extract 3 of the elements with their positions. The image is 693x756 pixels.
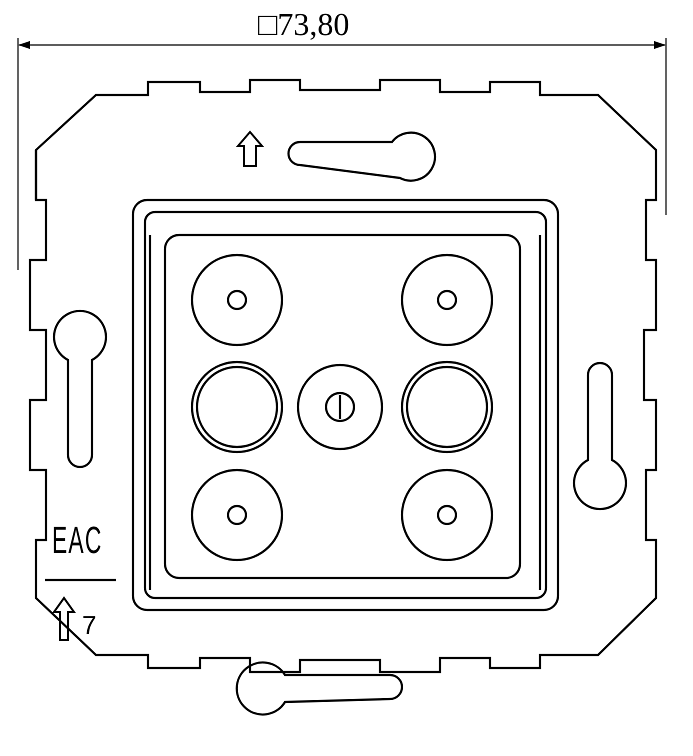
certification-mark: EAC <box>52 522 102 560</box>
marking-number: 7 <box>82 612 96 638</box>
dimension-label: □73,80 <box>258 8 350 40</box>
